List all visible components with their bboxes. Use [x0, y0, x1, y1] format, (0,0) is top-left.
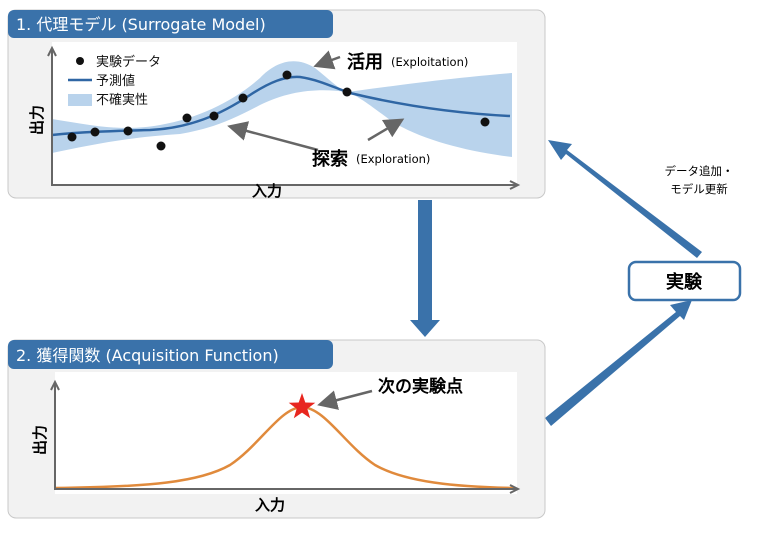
legend-band-icon	[68, 94, 92, 106]
panel2-xlabel: 入力	[255, 496, 285, 514]
exploitation-arrow	[313, 50, 341, 70]
acquisition-function-panel: 2. 獲得関数 (Acquisition Function) 出力 入力 次の実…	[7, 339, 546, 519]
flow-arrows	[410, 140, 702, 426]
legend-dot-icon	[76, 57, 84, 65]
panel1-title: 1. 代理モデル (Surrogate Model)	[16, 15, 266, 34]
surrogate-model-panel: 1. 代理モデル (Surrogate Model) 出力 入力 実験データ 予…	[7, 9, 546, 200]
legend-uncertainty: 不確実性	[96, 92, 148, 108]
next-point-label: 次の実験点	[378, 376, 463, 397]
prediction-line	[51, 75, 511, 137]
panel2-title: 2. 獲得関数 (Acquisition Function)	[16, 346, 279, 365]
experiment-data-points	[67, 70, 490, 151]
experiment-label: 実験	[666, 271, 703, 293]
star-icon	[288, 393, 316, 419]
arrow-to-experiment	[545, 300, 692, 426]
panel1-xlabel: 入力	[252, 182, 282, 200]
legend-prediction: 予測値	[96, 73, 135, 89]
y-axis	[47, 45, 57, 186]
arrow-to-model	[548, 140, 702, 258]
panel2-ylabel: 出力	[31, 425, 49, 455]
next-point-arrow	[317, 389, 373, 410]
exploration-arrow-left	[227, 121, 319, 152]
legend-data: 実験データ	[96, 54, 161, 70]
exploitation-label-en: (Exploitation)	[391, 55, 468, 69]
x-axis	[55, 484, 521, 494]
y-axis	[50, 379, 60, 490]
uncertainty-band	[52, 61, 512, 157]
experiment-node: 実験	[627, 260, 742, 302]
update-label-line1: データ追加・	[665, 164, 734, 178]
panel2-title-tab	[8, 340, 333, 369]
update-label-line2: モデル更新	[670, 182, 728, 196]
exploitation-label-jp: 活用	[347, 51, 383, 73]
exploration-arrow-right	[367, 118, 405, 142]
panel1-title-tab	[8, 10, 333, 38]
down-arrow	[410, 200, 440, 337]
panel1-ylabel: 出力	[28, 105, 46, 135]
exploration-label-jp: 探索	[312, 148, 348, 170]
exploration-label-en: (Exploration)	[356, 152, 430, 166]
x-axis	[52, 180, 521, 190]
